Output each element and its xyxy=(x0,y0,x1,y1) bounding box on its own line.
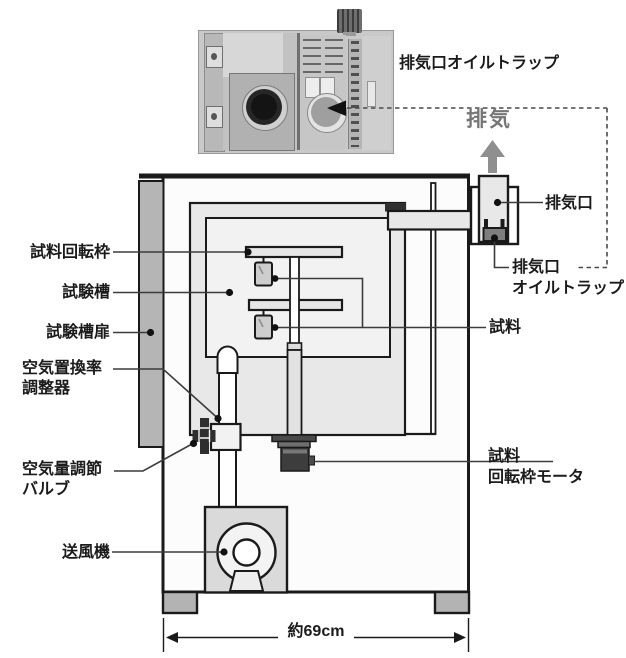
blower-label: 送風機 xyxy=(61,544,110,561)
dim-arrow-left-icon xyxy=(166,632,178,643)
dot-sample-frame xyxy=(244,248,252,256)
dot-chamber-door xyxy=(146,328,155,337)
chamber-door-label: 試験槽扉 xyxy=(45,324,110,341)
exhaust-port-label: 排気口 xyxy=(545,195,594,212)
sample-1 xyxy=(254,261,273,287)
dim-arrow-right-icon xyxy=(454,632,466,643)
oil-trap-clip-right xyxy=(500,219,505,228)
blower-base xyxy=(228,570,265,592)
photo-door-edge xyxy=(297,33,300,150)
dot-exhaust-port xyxy=(493,198,502,207)
photo-side-slot xyxy=(367,81,376,107)
sample-2 xyxy=(254,314,273,340)
motor-flange-bottom xyxy=(277,440,311,449)
dot-blower xyxy=(220,548,228,556)
oil-trap-clip-left xyxy=(484,219,488,228)
knob-stem xyxy=(343,32,356,36)
hinge-bottom xyxy=(206,106,223,128)
dashed-arrowhead-icon xyxy=(327,100,346,116)
valve-handle-horizontal xyxy=(192,430,216,442)
shaft-upper xyxy=(289,256,300,346)
duct-inlet xyxy=(385,203,406,212)
test-chamber-label: 試験槽 xyxy=(61,284,110,301)
exhaust-word-label: 排気 xyxy=(466,108,512,131)
shelf-top xyxy=(244,245,344,259)
dot-sample-1 xyxy=(271,275,279,282)
dimension xyxy=(162,618,470,652)
dot-air-valve xyxy=(189,439,198,448)
feet xyxy=(161,590,471,615)
dot-oil-trap xyxy=(490,234,499,242)
shaft-lower xyxy=(286,349,303,436)
dot-sample-2 xyxy=(271,324,279,331)
pipe-upper xyxy=(218,372,237,425)
sample-1-highlight xyxy=(258,265,264,275)
exhaust-duct xyxy=(386,209,484,231)
pipe-dome xyxy=(216,345,239,374)
exhaust-up-arrow-icon xyxy=(480,140,505,173)
rotating-frame xyxy=(244,245,344,436)
knob-on-top xyxy=(337,9,362,33)
motor-flange-top xyxy=(271,434,317,443)
air-replacement-adjuster-label: 空気置換率 調整器 xyxy=(22,360,103,397)
motor-body-highlight xyxy=(283,449,307,454)
air-volume-valve-label: 空気量調節 バルブ xyxy=(22,461,103,498)
shaft-collar xyxy=(286,342,303,351)
hinge-top xyxy=(206,46,223,68)
leader-air-valve xyxy=(114,443,193,472)
oil-trap-label: 排気口 オイルトラップ xyxy=(512,259,625,297)
porthole-core xyxy=(251,94,277,120)
blower xyxy=(203,505,289,594)
equipment-photo xyxy=(198,9,394,154)
leader-air-adjuster xyxy=(113,368,218,419)
motor-assembly xyxy=(271,434,317,472)
photo-side-panel xyxy=(362,36,391,150)
foot-right xyxy=(433,590,471,615)
valve-handle-notches xyxy=(198,427,211,442)
leader-sample xyxy=(275,277,486,329)
sample-label: 試料 xyxy=(489,319,522,336)
dashed-connector xyxy=(327,100,608,269)
blower-hub xyxy=(232,538,261,567)
leader-dots xyxy=(146,198,502,556)
dot-air-adjuster xyxy=(214,414,222,423)
exhaust-assembly xyxy=(386,140,520,246)
foot-left xyxy=(161,590,199,615)
dashed-line xyxy=(347,107,608,269)
chamber-door-side xyxy=(138,180,165,448)
dot-test-chamber xyxy=(225,288,234,297)
leader-oil-trap xyxy=(493,239,509,269)
motor-terminal xyxy=(308,455,315,466)
sample-frame-label: 試料回転枠 xyxy=(29,244,110,261)
sample-2-highlight xyxy=(258,318,264,328)
vent-slat-gap xyxy=(321,39,325,75)
dimension-label: 約69cm xyxy=(287,623,345,640)
photo-oil-trap-label: 排気口オイルトラップ xyxy=(399,55,560,72)
slotted-strip-teeth xyxy=(351,41,359,147)
leader-lines xyxy=(112,201,553,553)
sample-motor-label: 試料 回転枠モータ xyxy=(488,448,585,486)
photo-panel-highlight xyxy=(223,33,283,77)
